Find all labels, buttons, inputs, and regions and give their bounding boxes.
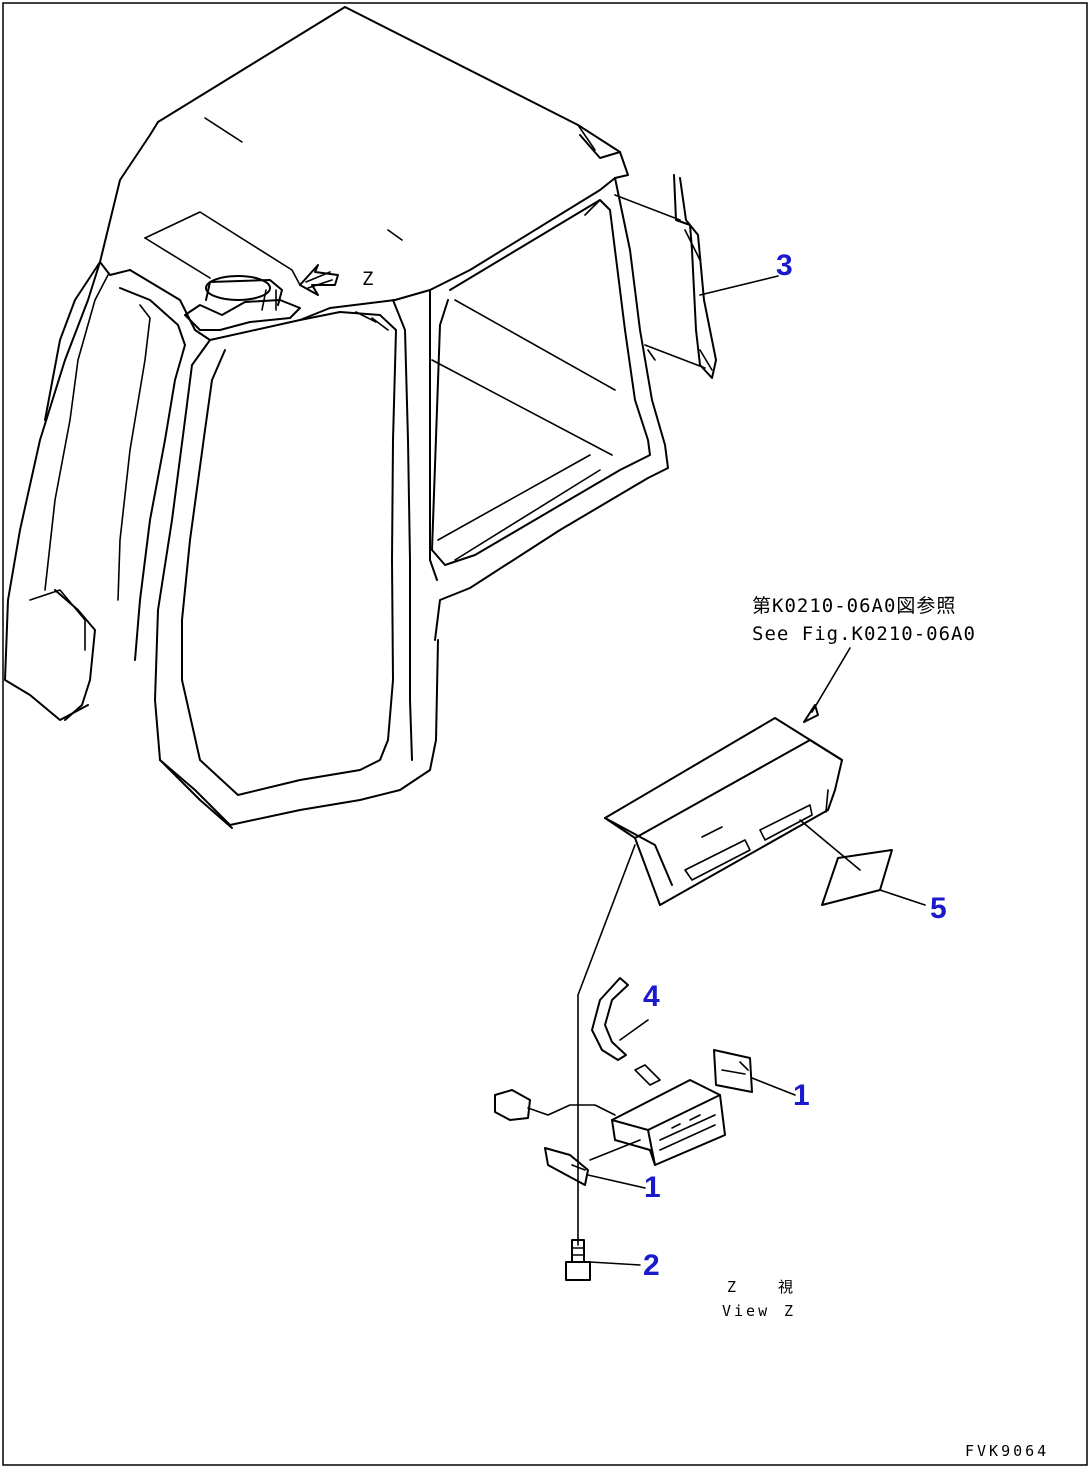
assembly-line xyxy=(577,844,636,1246)
reference-english: See Fig.K0210-06A0 xyxy=(752,623,976,645)
radio-assembly xyxy=(494,977,796,1281)
cab-outline xyxy=(4,6,669,829)
callout-5: 5 xyxy=(930,892,947,925)
callout-4: 4 xyxy=(643,980,660,1013)
view-english-letter: Z xyxy=(784,1302,796,1320)
view-arrow-label: Z xyxy=(362,268,374,290)
overhead-console xyxy=(604,647,926,906)
callout-1-lower: 1 xyxy=(644,1171,661,1204)
drawing-code: FVK9064 xyxy=(965,1442,1049,1460)
view-english-prefix: View xyxy=(722,1302,770,1320)
view-letter: Z xyxy=(727,1278,739,1296)
callout-1-upper: 1 xyxy=(793,1079,810,1112)
callout-3: 3 xyxy=(776,249,793,282)
reference-japanese: 第K0210-06A0図参照 xyxy=(752,595,956,617)
antenna-bracket xyxy=(614,174,779,379)
view-japanese: 視 xyxy=(778,1278,796,1296)
callout-2: 2 xyxy=(643,1249,660,1282)
